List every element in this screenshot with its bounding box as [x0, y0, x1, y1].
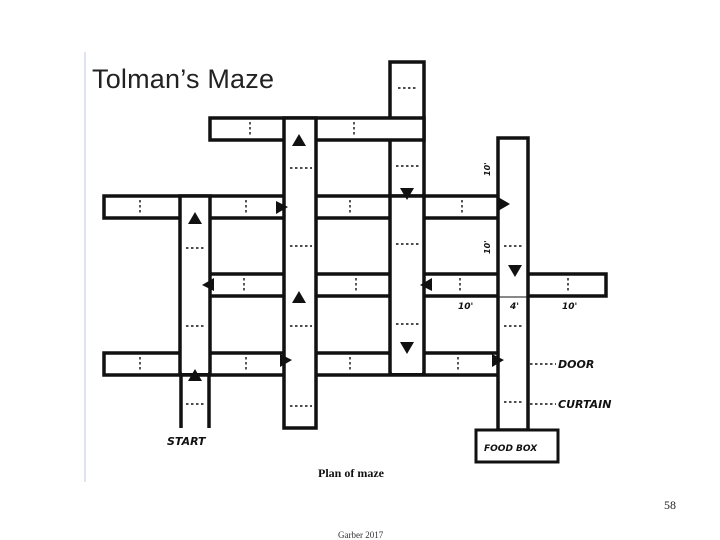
figure-caption: Plan of maze — [318, 466, 384, 480]
up-arrow-icon — [292, 134, 306, 146]
maze-corridor — [282, 116, 318, 430]
right-arrow-icon — [498, 197, 510, 211]
door-label: DOOR — [558, 358, 594, 371]
up-arrow-icon — [188, 369, 202, 381]
left-arrow-icon — [420, 278, 432, 291]
right-arrow-icon — [280, 354, 292, 367]
right-arrow-icon — [276, 201, 288, 214]
dimension-label: 4' — [509, 302, 519, 312]
up-arrow-icon — [292, 291, 306, 303]
start-label: START — [167, 435, 207, 448]
dimension-label: 10' — [483, 240, 492, 254]
food-box — [474, 428, 560, 464]
down-arrow-icon — [508, 265, 522, 277]
down-arrow-icon — [400, 342, 414, 354]
down-arrow-icon — [400, 188, 414, 200]
footer-credit: Garber 2017 — [338, 530, 384, 540]
left-arrow-icon — [202, 278, 214, 291]
food-box-label: FOOD BOX — [484, 444, 538, 454]
right-arrow-icon — [492, 354, 504, 367]
dimension-label: 10' — [483, 162, 492, 176]
slide-title: Tolman’s Maze — [92, 64, 275, 94]
figure-left-edge — [84, 52, 86, 482]
dimension-label: 10' — [562, 302, 577, 312]
up-arrow-icon — [188, 212, 202, 224]
dimension-label: 10' — [458, 302, 473, 312]
curtain-label: CURTAIN — [558, 398, 611, 411]
page-number: 58 — [664, 498, 676, 512]
